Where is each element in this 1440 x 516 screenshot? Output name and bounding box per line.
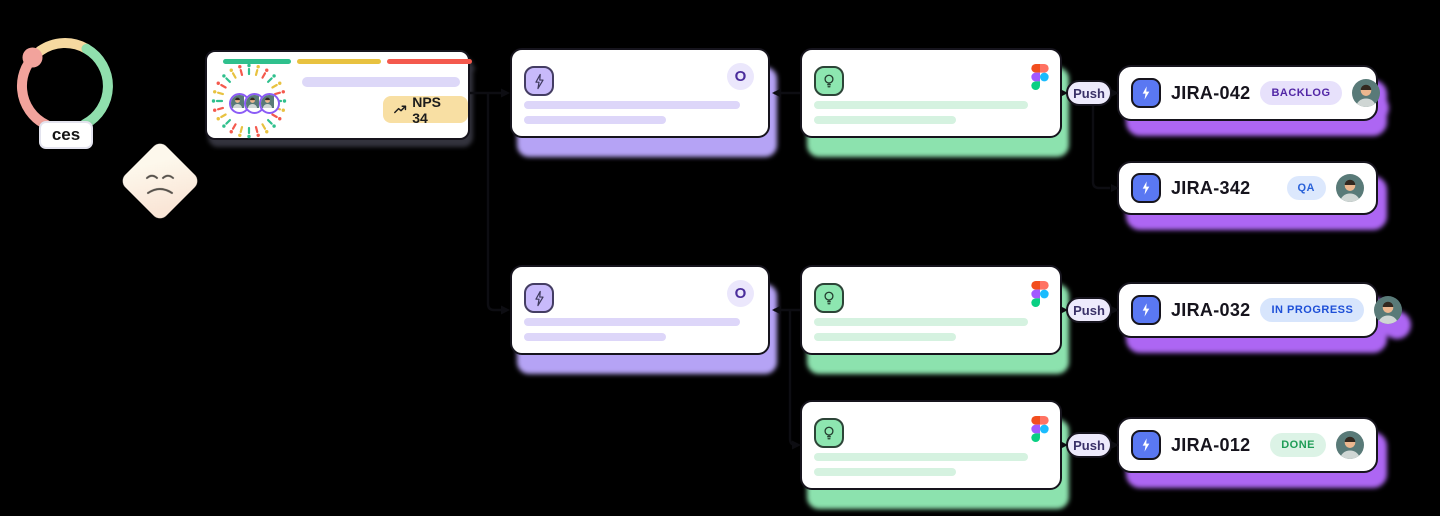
nps-source-card[interactable]: NPS 34 [205,50,472,140]
skeleton-text-bar [524,101,740,109]
skeleton-text-bar [814,333,956,341]
assignee-initial-badge: O [727,63,754,90]
trending-up-icon [394,105,407,114]
assignee-initial-badge: O [727,280,754,307]
skeleton-text-bar [302,77,460,87]
jira-card-042[interactable]: JIRA-042 BACKLOG [1117,65,1380,121]
gauge-label: ces [39,121,93,149]
skeleton-text-bar [814,101,1028,109]
skeleton-text-bar [524,116,666,124]
assignee-avatar [1336,431,1364,459]
lightning-bolt-icon [524,66,554,96]
lightning-bolt-icon [524,283,554,313]
lightbulb-icon [814,418,844,448]
lightbulb-icon [814,66,844,96]
skeleton-text-bar [814,318,1028,326]
wire-branch-to-idea3 [788,310,797,447]
segment-bar-negative [387,59,472,64]
skeleton-text-bar [524,318,740,326]
nps-score-label: NPS 34 [412,93,442,126]
sad-face-icon [146,174,174,194]
push-button-2[interactable]: Push [1066,297,1112,323]
ticket-id: JIRA-012 [1171,434,1251,455]
idea-card-1[interactable] [800,48,1062,138]
figma-logo-icon [1031,416,1049,442]
skeleton-text-bar [814,453,1028,461]
ces-gauge: ces [0,0,200,170]
jira-card-012[interactable]: JIRA-012 DONE [1117,417,1378,473]
jira-card-342[interactable]: JIRA-342 QA [1117,161,1378,215]
push-button-3[interactable]: Push [1066,432,1112,458]
ticket-id: JIRA-032 [1171,299,1251,320]
sad-face-diamond [118,139,202,223]
solution-card-2[interactable]: O [510,265,770,355]
jira-bolt-icon [1131,173,1161,203]
assignee-avatar [1374,296,1403,324]
ticket-id: JIRA-342 [1171,177,1251,198]
gauge-ring [16,38,113,130]
status-badge: DONE [1270,433,1326,457]
jira-bolt-icon [1131,295,1161,325]
wire-nps-to-solution-2 [486,93,501,312]
jira-card-032[interactable]: JIRA-032 IN PROGRESS [1117,282,1403,338]
status-badge: QA [1286,176,1326,200]
jira-bolt-icon [1131,78,1161,108]
idea-card-2[interactable] [800,265,1062,355]
figma-logo-icon [1031,281,1049,307]
solution-card-1[interactable]: O [510,48,770,138]
wire-push1-to-jira342 [1091,106,1110,190]
gauge-marker-dot [22,47,43,68]
push-button-1[interactable]: Push [1066,80,1112,106]
jira-bolt-icon [1131,430,1161,460]
status-badge: BACKLOG [1260,81,1342,105]
segment-bar-neutral [297,59,381,64]
skeleton-text-bar [814,468,956,476]
figma-logo-icon [1031,64,1049,90]
avatar [259,93,280,114]
nps-score-badge: NPS 34 [383,93,468,126]
skeleton-text-bar [524,333,666,341]
assignee-avatar [1336,174,1364,202]
idea-card-3[interactable] [800,400,1062,490]
ticket-id: JIRA-042 [1171,82,1251,103]
status-badge: IN PROGRESS [1260,298,1365,322]
lightbulb-icon [814,283,844,313]
respondent-avatars [229,93,280,114]
segment-bar-positive [223,59,291,64]
assignee-avatar [1351,79,1380,107]
skeleton-text-bar [814,116,956,124]
